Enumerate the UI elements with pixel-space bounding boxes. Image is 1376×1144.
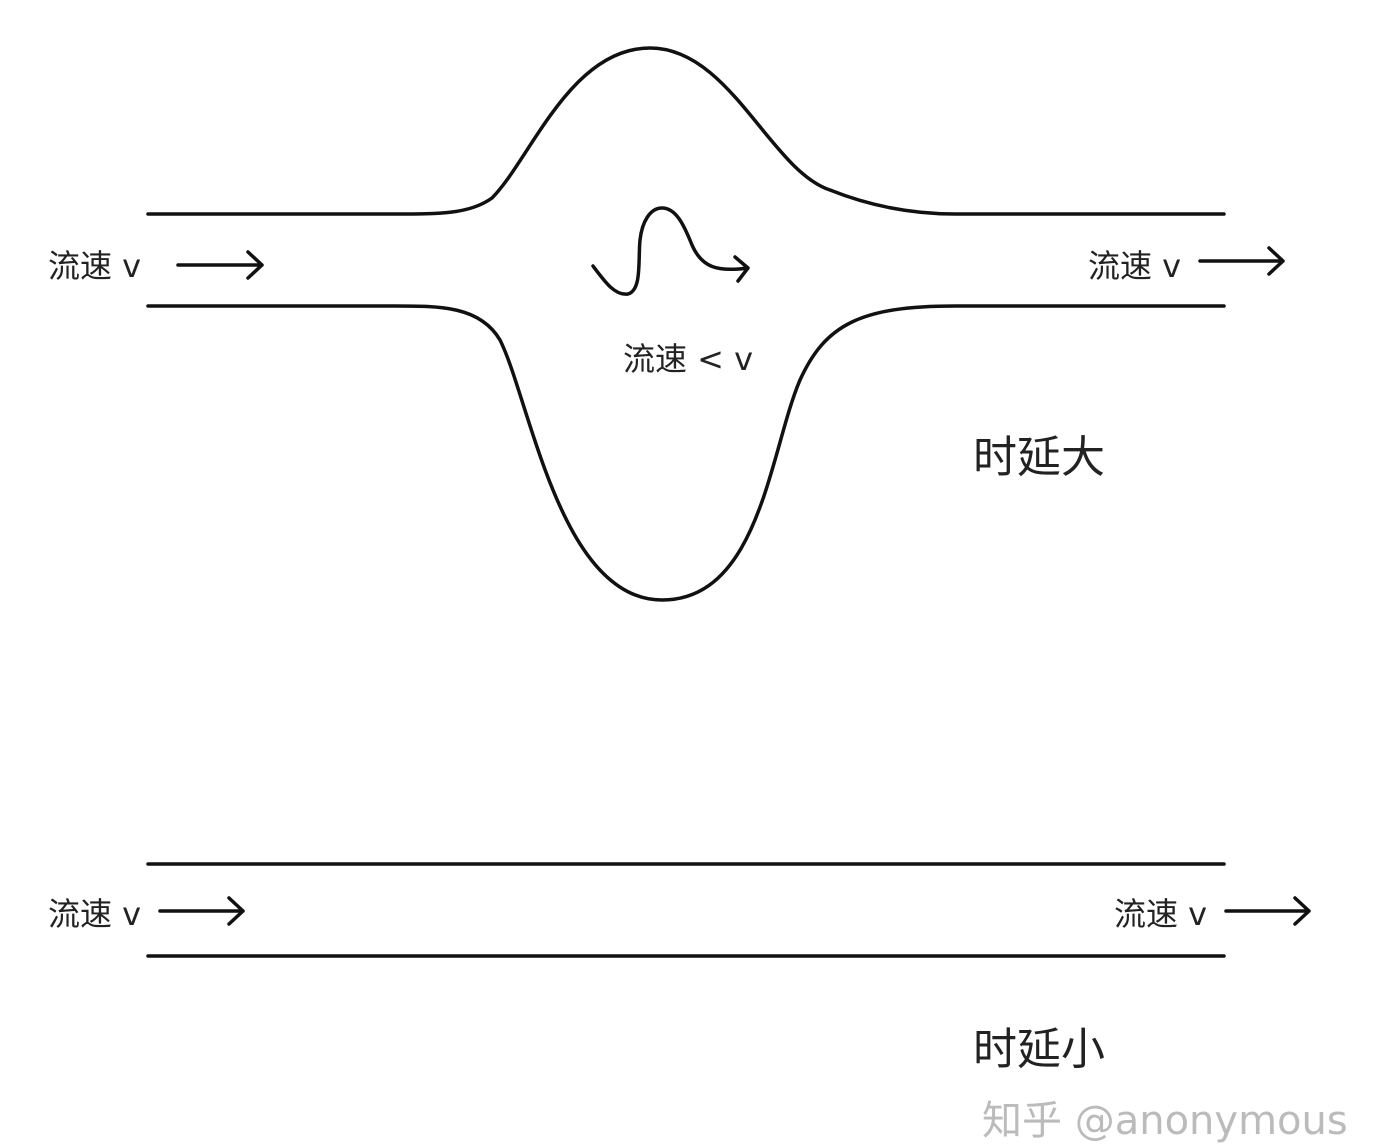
top-outlet-label: 流速 v xyxy=(1088,247,1181,285)
bottom-outlet-arrow-icon xyxy=(1224,896,1311,926)
wide-pipe xyxy=(146,46,1226,602)
bottom-inlet-label: 流速 v xyxy=(48,895,141,933)
bottom-outlet-label: 流速 v xyxy=(1114,895,1207,933)
narrow-pipe xyxy=(146,862,1226,958)
wide-pipe-lower-wall xyxy=(146,304,1226,602)
watermark: 知乎 @anonymous xyxy=(982,1098,1348,1144)
middle-speed-label: 流速 < v xyxy=(623,340,753,378)
inlet-arrow-icon xyxy=(176,250,264,280)
bottom-caption: 时延小 xyxy=(973,1024,1105,1075)
top-caption: 时延大 xyxy=(973,432,1105,483)
top-inlet-label: 流速 v xyxy=(48,247,141,285)
wide-pipe-upper-wall xyxy=(146,46,1226,216)
turbulent-flow-arrow-icon xyxy=(591,206,750,296)
bottom-inlet-arrow-icon xyxy=(158,896,245,926)
outlet-arrow-icon xyxy=(1198,246,1285,276)
